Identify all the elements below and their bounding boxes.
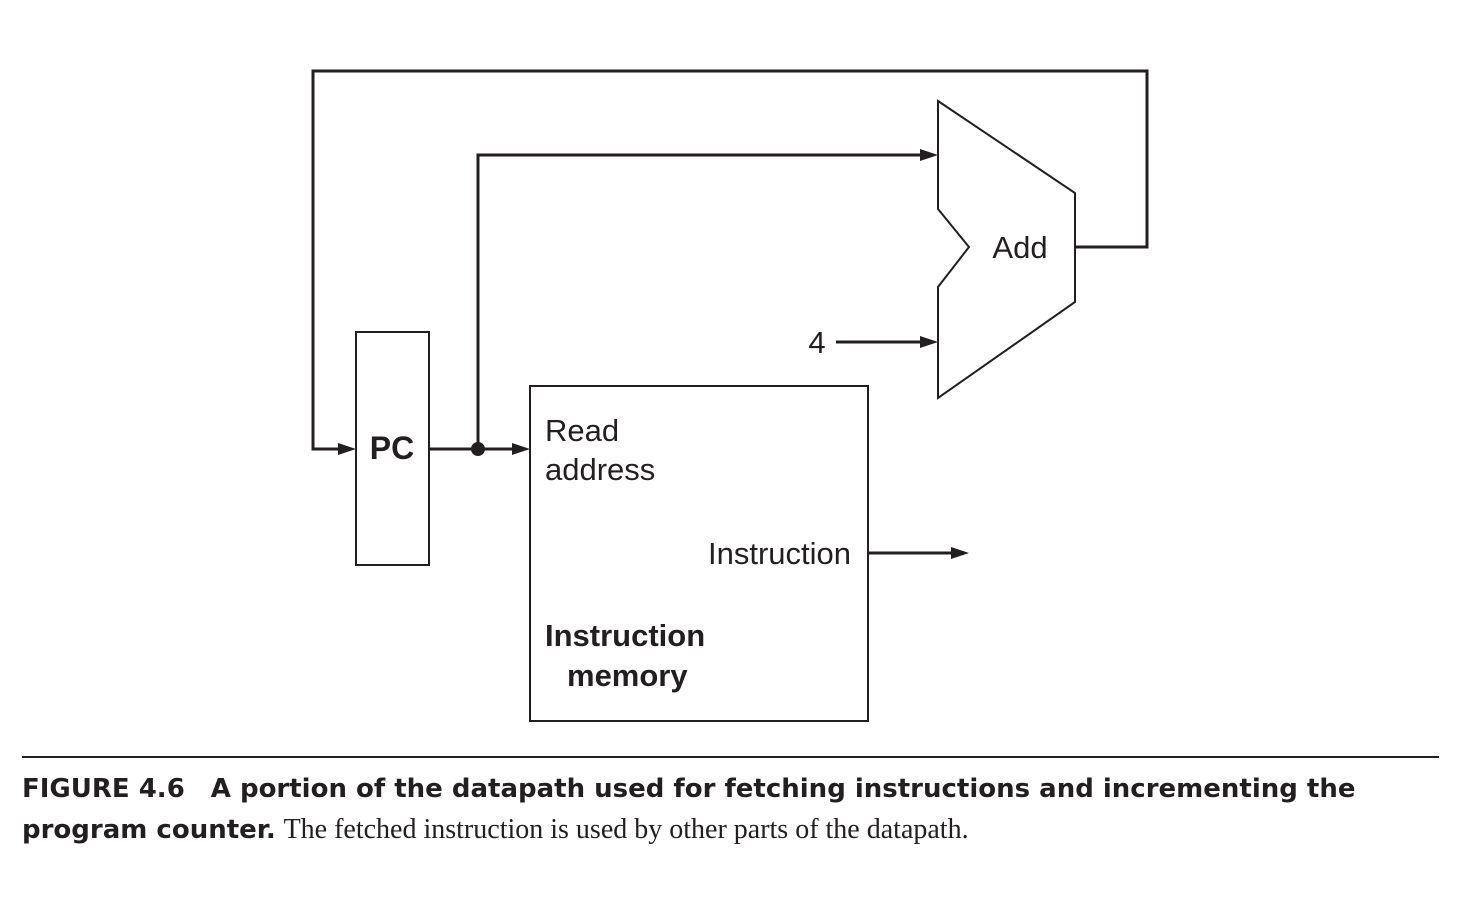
feedback-wire	[311, 69, 1149, 451]
figure-number: FIGURE 4.6	[22, 774, 185, 804]
adder-top-input-arrowhead	[920, 149, 938, 161]
pc-input-arrowhead	[338, 443, 356, 455]
datapath-diagram: PC Add 4 Read address Instruction Instru…	[311, 69, 1149, 722]
read-address-label-line1: Read	[545, 413, 619, 448]
adder-block	[937, 99, 1076, 400]
adder-label: Add	[992, 230, 1047, 265]
instruction-output-arrowhead	[951, 547, 969, 559]
caption-divider	[22, 756, 1439, 758]
adder-bottom-input-arrowhead	[920, 336, 938, 348]
instruction-memory-block	[529, 385, 869, 722]
constant-four-label: 4	[808, 325, 825, 360]
read-address-arrowhead	[512, 443, 530, 455]
memory-name-line1: Instruction	[545, 618, 705, 653]
read-address-label-line2: address	[545, 452, 655, 487]
memory-name-line2: memory	[567, 658, 688, 693]
pc-to-adder-wire	[476, 153, 926, 449]
instruction-output-label: Instruction	[708, 536, 851, 571]
figure-body: The fetched instruction is used by other…	[283, 814, 969, 845]
figure-title: A portion of the datapath used for fetch…	[22, 774, 1356, 845]
pc-register	[355, 331, 430, 566]
pc-label: PC	[370, 430, 414, 466]
junction-dot	[471, 442, 485, 456]
